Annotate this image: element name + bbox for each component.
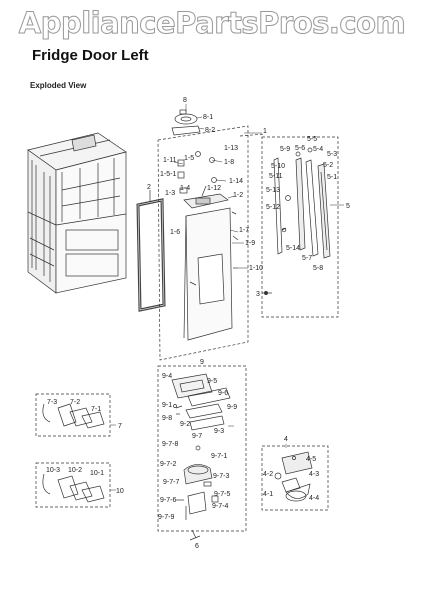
callout-9-9: 9-9 <box>227 404 237 411</box>
callout-1-5: 1-5 <box>184 155 194 162</box>
ice-chute-assembly-part <box>261 445 329 511</box>
callout-4-1: 4-1 <box>263 491 273 498</box>
callout-9: 9 <box>200 359 204 366</box>
callout-5-12: 5-12 <box>266 204 280 211</box>
callout-9-7-4: 9-7-4 <box>212 503 228 510</box>
callout-4: 4 <box>284 436 288 443</box>
callout-1-14: 1-14 <box>229 178 243 185</box>
callout-4-4: 4-4 <box>309 495 319 502</box>
refrigerator-cabinet <box>27 132 127 294</box>
callout-9-7-7: 9-7-7 <box>163 479 179 486</box>
callout-7-1: 7-1 <box>91 406 101 413</box>
callout-1-7: 1-7 <box>239 227 249 234</box>
callout-9-7-9: 9-7-9 <box>158 514 174 521</box>
lever-part <box>189 529 201 541</box>
handle-assembly-boundary <box>261 136 339 318</box>
callout-5-14: 5-14 <box>286 245 300 252</box>
dispenser-parts <box>171 373 231 520</box>
dispenser-cover-part <box>171 109 201 136</box>
callout-1: 1 <box>263 128 267 135</box>
callout-5-13: 5-13 <box>266 187 280 194</box>
callout-7-2: 7-2 <box>70 399 80 406</box>
callout-1-11: 1-11 <box>163 157 177 164</box>
callout-5-11: 5-11 <box>269 173 283 180</box>
callout-5: 5 <box>346 203 350 210</box>
leader-lines <box>110 104 344 491</box>
door-gasket-part <box>136 190 166 312</box>
diagram-subtitle: Exploded View <box>30 81 87 90</box>
callout-9-1: 9-1 <box>162 402 172 409</box>
callout-5-9: 5-9 <box>280 146 290 153</box>
callout-labels: 8 8-1 8-2 1 1-11 1-5 1-5-1 1-13 1-8 1-14… <box>46 97 350 550</box>
callout-1-9: 1-9 <box>245 240 255 247</box>
callout-9-7-8: 9-7-8 <box>162 441 178 448</box>
callout-1-12: 1-12 <box>207 185 221 192</box>
bracket-set-10-part <box>35 462 111 508</box>
callout-9-2: 9-2 <box>180 421 190 428</box>
callout-5-8: 5-8 <box>313 265 323 272</box>
door-assembly-boundary <box>157 125 266 361</box>
callout-1-5-1: 1-5-1 <box>160 171 176 178</box>
callout-8: 8 <box>183 97 187 104</box>
callout-1-3: 1-3 <box>165 190 175 197</box>
callout-7: 7 <box>118 423 122 430</box>
callout-4-5: 4-5 <box>306 456 316 463</box>
callout-10: 10 <box>116 488 124 495</box>
callout-1-13: 1-13 <box>224 145 238 152</box>
callout-1-2: 1-2 <box>233 192 243 199</box>
callout-5-4: 5-4 <box>313 146 323 153</box>
callout-1-10: 1-10 <box>249 265 263 272</box>
door-top-parts <box>177 151 229 209</box>
callout-5-2: 5-2 <box>323 162 333 169</box>
bracket-set-7-part <box>35 393 111 437</box>
watermark-logo: AppliancePartsPros.com <box>18 6 406 41</box>
callout-8-2: 8-2 <box>205 127 215 134</box>
page-title: Fridge Door Left <box>32 47 149 64</box>
callout-5-5: 5-5 <box>307 136 317 143</box>
callout-4-2: 4-2 <box>263 471 273 478</box>
callout-9-7-1: 9-7-1 <box>211 453 227 460</box>
callout-10-1: 10-1 <box>90 470 104 477</box>
callout-10-3: 10-3 <box>46 467 60 474</box>
callout-8-1: 8-1 <box>203 114 213 121</box>
callout-5-3: 5-3 <box>327 151 337 158</box>
callout-9-3: 9-3 <box>214 428 224 435</box>
door-panel-part <box>183 207 239 341</box>
callout-5-10: 5-10 <box>271 163 285 170</box>
dispenser-assembly-boundary <box>157 365 247 532</box>
callout-2: 2 <box>147 184 151 191</box>
callout-1-4: 1-4 <box>180 185 190 192</box>
callout-3: 3 <box>256 291 260 298</box>
callout-9-7-6: 9-7-6 <box>160 497 176 504</box>
callout-1-8: 1-8 <box>224 159 234 166</box>
callout-7-3: 7-3 <box>47 399 57 406</box>
callout-1-6: 1-6 <box>170 229 180 236</box>
callout-4-3: 4-3 <box>309 471 319 478</box>
callout-9-7-2: 9-7-2 <box>160 461 176 468</box>
callout-9-6: 9-6 <box>218 390 228 397</box>
callout-10-2: 10-2 <box>68 467 82 474</box>
handle-parts <box>273 147 331 259</box>
callout-5-7: 5-7 <box>302 255 312 262</box>
callout-6: 6 <box>195 543 199 550</box>
callout-5-1: 5-1 <box>327 174 337 181</box>
callout-9-4: 9-4 <box>162 373 172 380</box>
callout-9-7-5: 9-7-5 <box>214 491 230 498</box>
callout-9-7-3: 9-7-3 <box>213 473 229 480</box>
callout-9-8: 9-8 <box>162 415 172 422</box>
callout-9-7: 9-7 <box>192 433 202 440</box>
callout-5-6: 5-6 <box>295 145 305 152</box>
callout-9-5: 9-5 <box>207 378 217 385</box>
